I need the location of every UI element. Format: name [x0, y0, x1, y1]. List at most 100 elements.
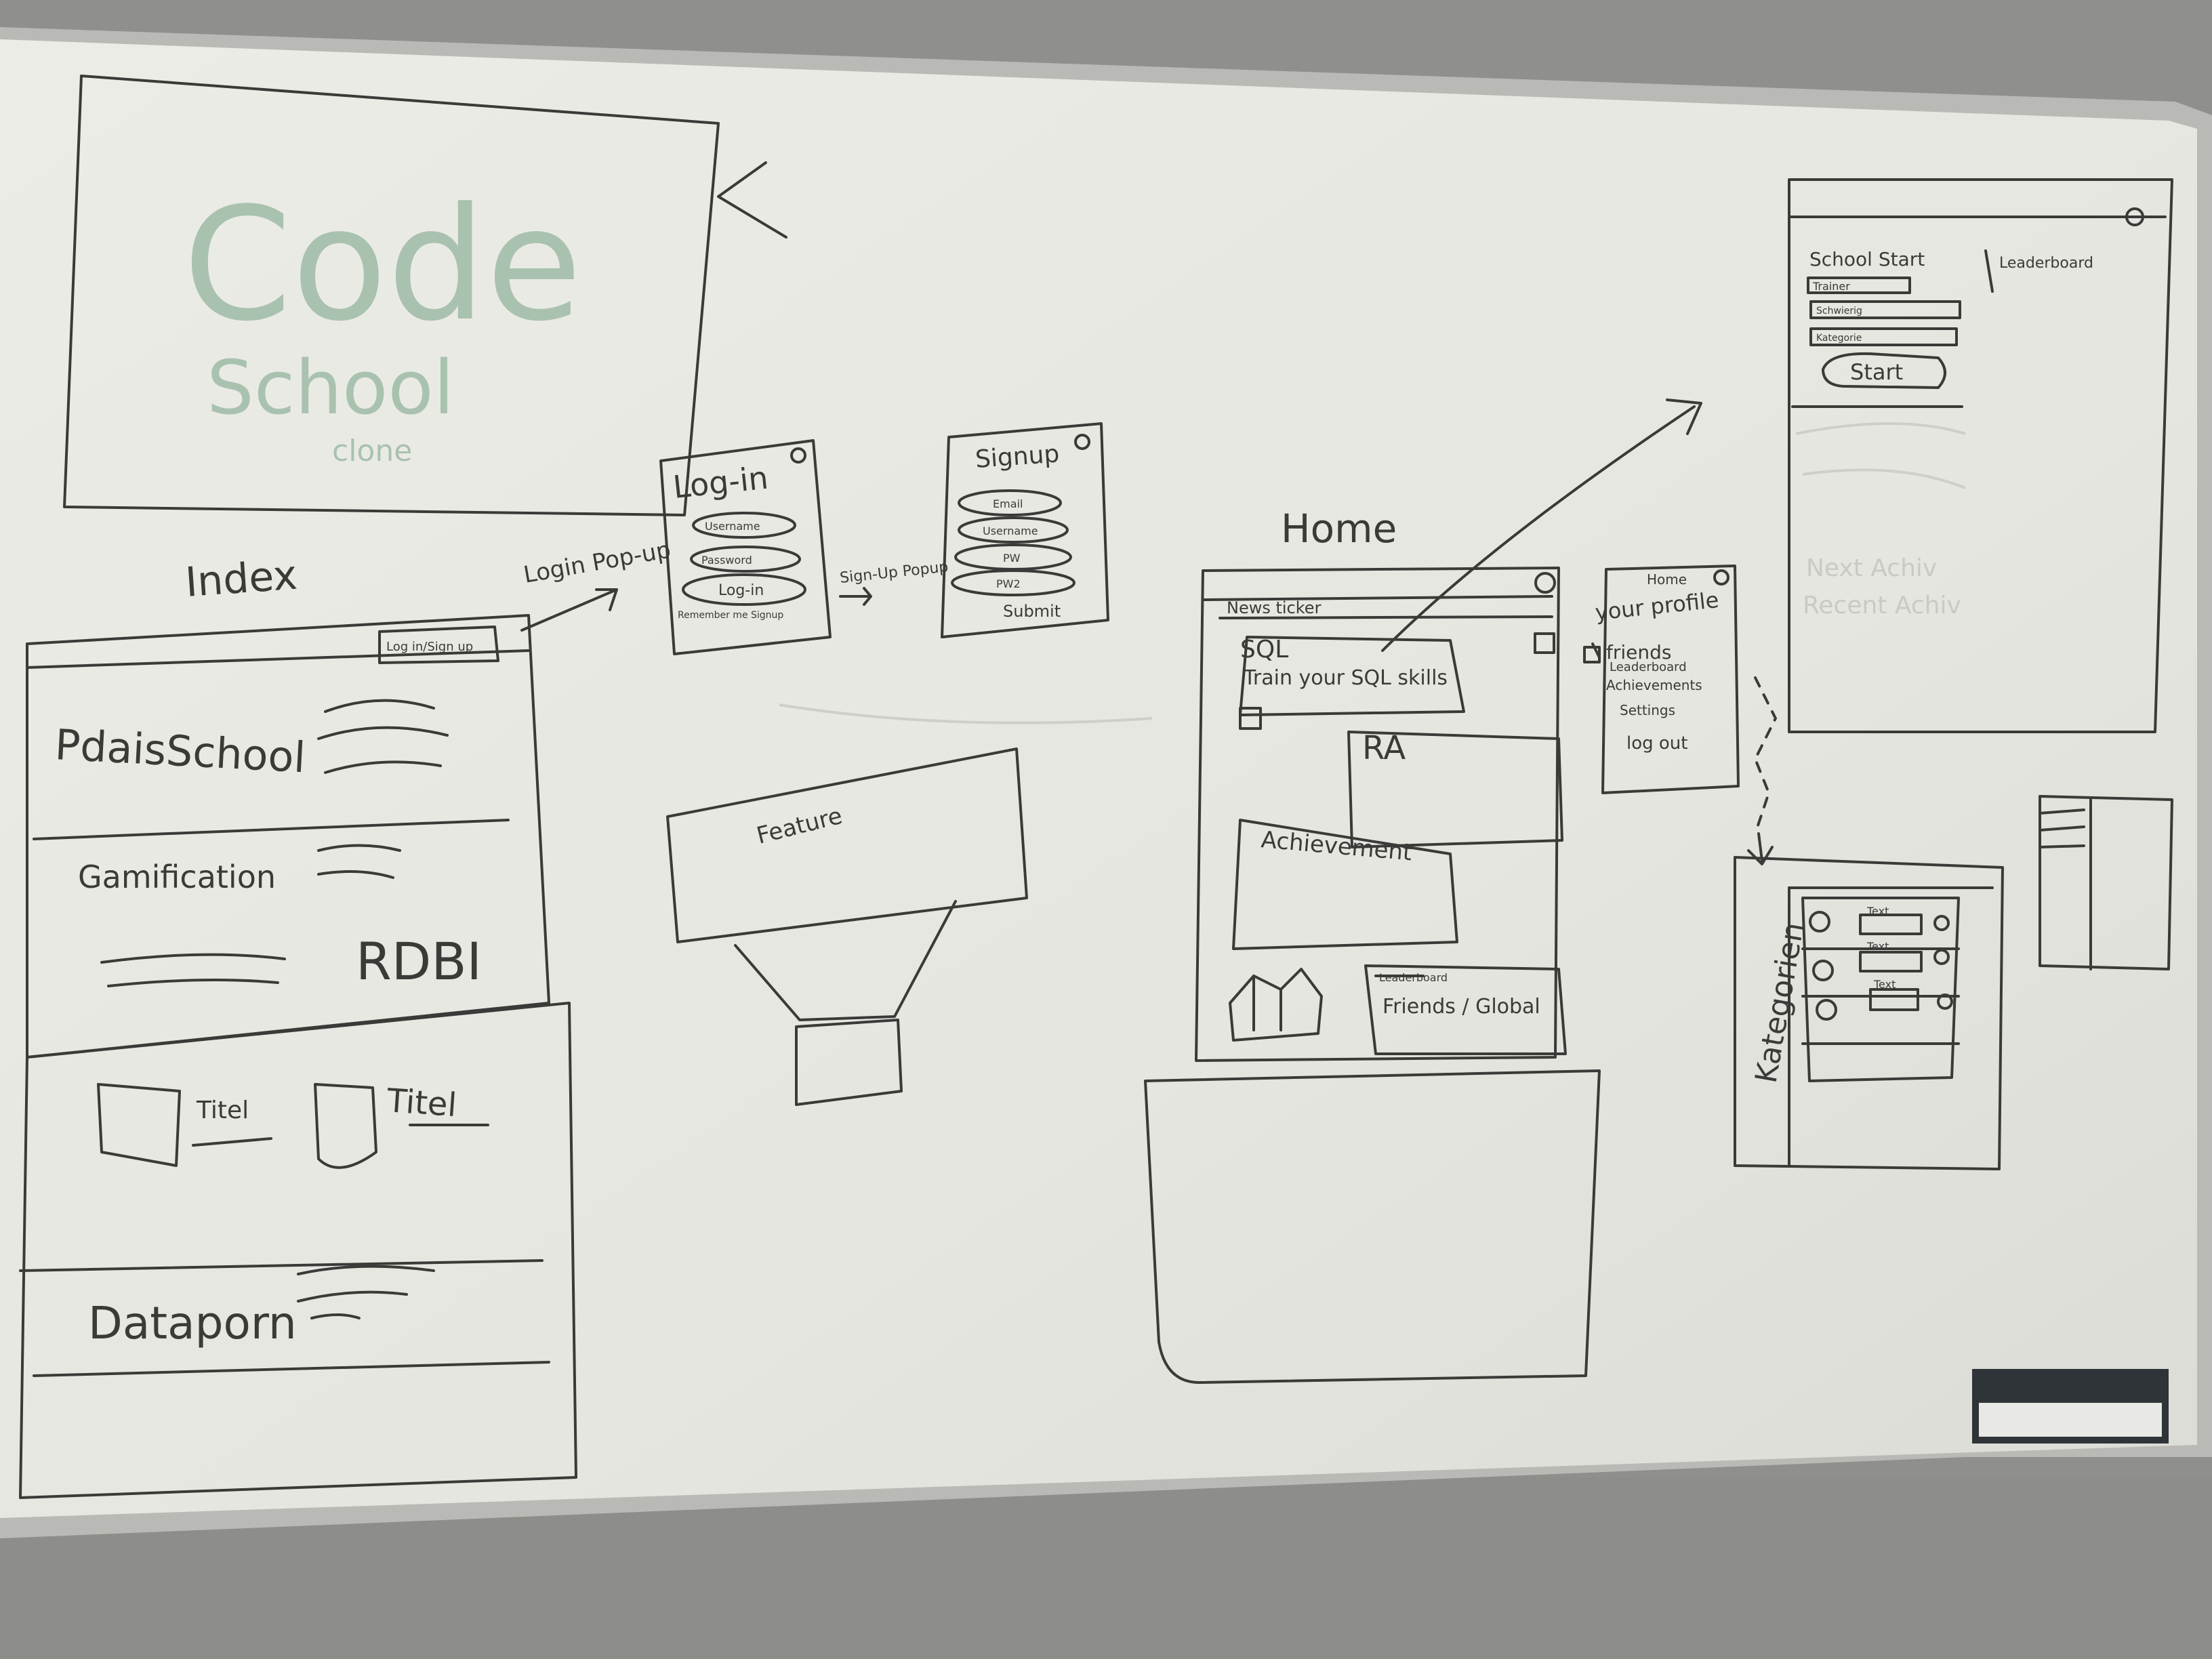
friends-add-icon [1583, 646, 1601, 663]
index-dataporn: Dataporn [88, 1297, 297, 1349]
login-remember-label[interactable]: Remember me Signup [678, 610, 783, 621]
school-start-kategorie[interactable]: Kategorie [1816, 333, 1862, 344]
dashed-connector [1754, 676, 1777, 835]
index-rdbi: RDBI [356, 931, 482, 991]
logo-line-3: clone [332, 434, 412, 468]
home-header-line [1202, 595, 1553, 601]
home-ra-title[interactable]: RA [1362, 729, 1406, 767]
profile-menu-achievements[interactable]: Achievements [1606, 677, 1702, 693]
erased-logo-remnant [779, 703, 1153, 724]
signup-pw-label: PW [1003, 552, 1021, 565]
school-start-schwierig[interactable]: Schwierig [1816, 306, 1862, 316]
index-login-label[interactable]: Log in/Sign up [386, 640, 473, 654]
profile-menu-log-out[interactable]: log out [1626, 733, 1687, 754]
schwierig-field[interactable] [1809, 300, 1961, 319]
kategorien-frame [1734, 856, 2004, 1170]
login-password-field[interactable] [690, 546, 801, 573]
kategorie-3-badge-icon [1937, 994, 1953, 1010]
signup-arrow [839, 587, 872, 606]
logo-frame [63, 75, 720, 516]
kategorie-field[interactable] [1809, 327, 1958, 346]
kategorie-3-text-box[interactable] [1869, 988, 1919, 1011]
kategorie-1-text[interactable]: Text [1866, 905, 1889, 918]
login-submit-label[interactable]: Log-in [718, 582, 764, 599]
signup-pw2-label: PW2 [996, 577, 1021, 590]
feature-funnel [734, 900, 957, 1021]
login-popup-arrow [520, 588, 618, 632]
index-scribble [100, 953, 286, 987]
login-username-label: Username [705, 520, 760, 533]
home-warning-icon [1239, 707, 1262, 730]
logo-arrow [717, 161, 787, 239]
kategorie-2-text-box[interactable] [1859, 951, 1923, 972]
school-start-start[interactable]: Start [1850, 359, 1903, 385]
login-username-field[interactable] [692, 512, 796, 539]
school-start-frame [1788, 178, 2173, 733]
index-title: Index [184, 552, 299, 607]
profile-menu-settings[interactable]: Settings [1620, 702, 1675, 718]
leaderboard-card[interactable] [1364, 964, 1567, 1055]
ra-card[interactable] [1347, 731, 1563, 848]
profile-menu-home[interactable]: Home [1647, 571, 1687, 588]
login-close-icon[interactable] [790, 447, 806, 464]
signup-email-field[interactable] [958, 489, 1062, 516]
gamification-scribble [317, 844, 401, 879]
board-surface [0, 39, 2197, 1518]
signup-username-field[interactable] [958, 516, 1069, 544]
profile-menu-friends[interactable]: friends [1606, 641, 1671, 663]
school-start-trainer[interactable]: Trainer [1812, 280, 1850, 293]
index-login-button[interactable] [378, 626, 499, 664]
home-page-lower [1144, 1069, 1601, 1384]
profile-menu-frame [1601, 565, 1740, 794]
kategorien-list [1801, 897, 1960, 1082]
school-start-close-icon[interactable] [2125, 207, 2144, 226]
signup-close-icon[interactable] [1074, 434, 1090, 450]
kategorie-2-icon[interactable] [1812, 960, 1834, 981]
side-panel-sketch [2039, 795, 2173, 970]
school-start-column-line [1984, 249, 1994, 293]
news-ticker-line [1218, 615, 1553, 619]
home-sql-title[interactable]: SQL [1240, 636, 1288, 663]
index-page-frame [26, 614, 550, 1059]
home-friends-global[interactable]: Friends / Global [1382, 995, 1540, 1019]
kategorie-1-icon[interactable] [1809, 911, 1830, 933]
kategorie-2-text[interactable]: Text [1866, 940, 1889, 953]
kategorie-3-text[interactable]: Text [1873, 978, 1896, 991]
trainer-field[interactable] [1807, 276, 1911, 294]
dataporn-scribble [297, 1265, 435, 1319]
achievement-card[interactable] [1232, 819, 1458, 950]
titel-2-label: Titel [385, 1082, 458, 1124]
profile-menu-close-icon[interactable] [1713, 569, 1729, 586]
dashed-connector-arrow [1747, 832, 1774, 865]
signup-submit-label[interactable]: Submit [1003, 602, 1061, 621]
school-start-leaderboard: Leaderboard [1999, 255, 2093, 272]
home-profile-icon[interactable] [1534, 572, 1556, 594]
school-start-next-achiv: Next Achiv [1806, 554, 1937, 582]
kategorie-3-icon[interactable] [1816, 999, 1837, 1021]
achievement-cubes-icon [1229, 968, 1323, 1042]
sql-card[interactable] [1239, 636, 1465, 716]
home-to-school-arrow [1381, 398, 1702, 652]
side-panel-lines [2039, 798, 2092, 970]
login-password-label: Password [701, 554, 752, 567]
titel-1-label: Titel [196, 1097, 249, 1124]
hero-scribble [317, 699, 449, 774]
login-submit-button[interactable] [682, 573, 806, 606]
signup-pw2-field[interactable] [951, 569, 1076, 596]
index-header-line [26, 649, 530, 669]
signup-popup-frame [941, 422, 1109, 638]
signup-username-label: Username [983, 525, 1038, 537]
kategorie-1-text-box[interactable] [1859, 914, 1923, 935]
feature-bottom-box [795, 1019, 903, 1106]
titel-1-image [97, 1083, 181, 1167]
login-popup-frame [659, 439, 832, 655]
feature-box [666, 747, 1028, 943]
signup-email-label: Email [993, 497, 1023, 510]
kategorien-rows [1801, 947, 1960, 1045]
index-gamification: Gamification [78, 859, 276, 895]
school-start-button[interactable] [1822, 352, 1946, 389]
home-page-frame [1195, 567, 1560, 1062]
profile-menu-leaderboard[interactable]: Leaderboard [1610, 660, 1687, 674]
